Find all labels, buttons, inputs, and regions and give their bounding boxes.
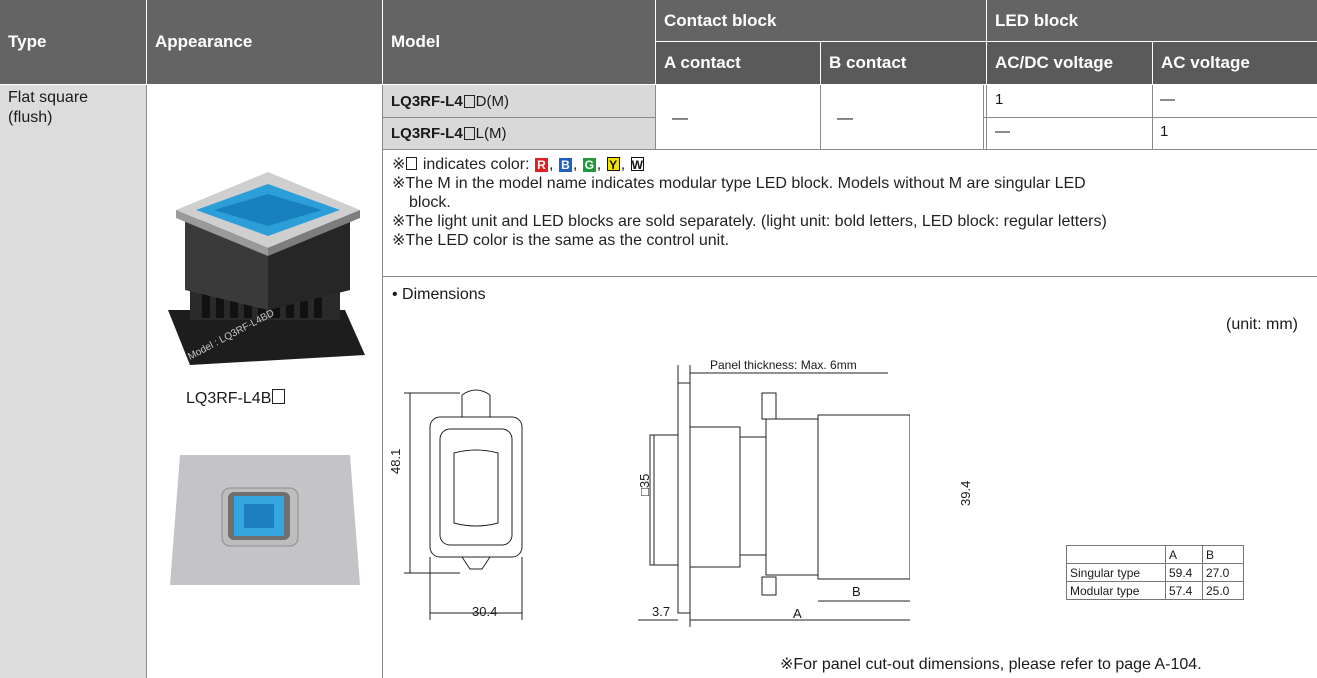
table-cell: 57.4 bbox=[1165, 581, 1203, 600]
note-mark: ※ bbox=[392, 156, 406, 173]
table-row: A B bbox=[1066, 545, 1244, 564]
panel-image bbox=[150, 450, 380, 590]
note-color-text: indicates color: bbox=[418, 156, 535, 173]
header-a-contact-label: A contact bbox=[664, 53, 741, 72]
table-header-b: B bbox=[1202, 545, 1244, 564]
divider bbox=[383, 276, 1317, 277]
acdc-row2-value: — bbox=[995, 123, 1010, 140]
panel-thickness-label: Panel thickness: Max. 6mm bbox=[710, 358, 857, 372]
dimension-b-label: B bbox=[852, 584, 861, 599]
a-contact-cell bbox=[656, 85, 820, 149]
table-row: Modular type 57.4 25.0 bbox=[1066, 581, 1244, 600]
table-header-a: A bbox=[1165, 545, 1203, 564]
header-acdc-voltage-label: AC/DC voltage bbox=[995, 53, 1114, 72]
note-led-color: ※The LED color is the same as the contro… bbox=[392, 232, 730, 249]
note-modular: ※The M in the model name indicates modul… bbox=[392, 175, 1086, 192]
header-contact-block: Contact block bbox=[656, 0, 986, 41]
b-contact-value: — bbox=[837, 110, 853, 127]
width-30-label: 30.4 bbox=[472, 604, 498, 619]
color-box-icon bbox=[406, 157, 418, 170]
header-contact-block-label: Contact block bbox=[664, 10, 777, 30]
badge-separator: , bbox=[596, 156, 606, 173]
note-sold-separately: ※The light unit and LED blocks are sold … bbox=[392, 213, 1107, 230]
header-ac-voltage: AC voltage bbox=[1153, 42, 1317, 84]
acdc-row1-value: 1 bbox=[995, 91, 1004, 108]
dimensions-title: • Dimensions bbox=[392, 286, 486, 303]
notes: ※ indicates color: R, B, G, Y, W ※The M … bbox=[392, 155, 1312, 250]
type-cell: Flat square (flush) bbox=[8, 88, 88, 128]
header-type: Type bbox=[0, 0, 146, 84]
header-led-block: LED block bbox=[987, 0, 1317, 41]
header-type-label: Type bbox=[8, 32, 47, 51]
dimension-a-label: A bbox=[793, 606, 802, 621]
color-badge-b: B bbox=[558, 158, 572, 172]
type-line-1: Flat square bbox=[8, 89, 89, 106]
appearance-caption-text: LQ3RF-L4B bbox=[186, 390, 272, 407]
header-appearance: Appearance bbox=[147, 0, 382, 84]
divider bbox=[383, 149, 1317, 150]
table-cell: Singular type bbox=[1066, 563, 1166, 582]
size-table: A B Singular type 59.4 27.0 Modular type… bbox=[1066, 545, 1244, 600]
b-contact-cell bbox=[821, 85, 986, 149]
note-modular-cont: block. bbox=[409, 194, 451, 211]
model-2-bold: LQ3RF-L4 bbox=[391, 125, 463, 142]
header-ac-voltage-label: AC voltage bbox=[1161, 53, 1250, 72]
dimensions-unit: (unit: mm) bbox=[1226, 316, 1298, 333]
color-box-icon bbox=[463, 127, 475, 140]
color-badge-w: W bbox=[630, 157, 644, 172]
dimension-drawing bbox=[390, 355, 939, 635]
badge-separator: , bbox=[620, 156, 630, 173]
divider bbox=[146, 85, 147, 678]
color-badge-g: G bbox=[582, 158, 596, 172]
model-2-regular: L(M) bbox=[475, 125, 507, 142]
color-badges: R, B, G, Y, W bbox=[534, 156, 645, 173]
divider bbox=[382, 85, 383, 678]
product-image: Model : LQ3RF-L4BD bbox=[150, 160, 380, 400]
divider bbox=[655, 85, 656, 149]
header-b-contact-label: B contact bbox=[829, 53, 907, 72]
a-contact-value: — bbox=[672, 110, 688, 127]
type-column bbox=[0, 85, 146, 678]
table-row: Singular type 59.4 27.0 bbox=[1066, 563, 1244, 582]
model-row-1: LQ3RF-L4 D(M) bbox=[383, 85, 655, 117]
divider bbox=[820, 85, 821, 149]
ac-row1-value: — bbox=[1160, 91, 1175, 108]
header-a-contact: A contact bbox=[656, 42, 820, 84]
header-led-block-label: LED block bbox=[995, 10, 1079, 30]
color-box-icon bbox=[463, 94, 475, 108]
header-acdc-voltage: AC/DC voltage bbox=[987, 42, 1152, 84]
height-39-label: 39.4 bbox=[958, 480, 973, 506]
color-badge-y: Y bbox=[606, 157, 620, 172]
header-appearance-label: Appearance bbox=[155, 32, 253, 51]
color-badge-r: R bbox=[535, 158, 549, 172]
appearance-caption: LQ3RF-L4B bbox=[186, 389, 286, 408]
ac-row2-value: 1 bbox=[1160, 123, 1169, 140]
model-1-bold: LQ3RF-L4 bbox=[391, 92, 463, 110]
model-1-regular: D(M) bbox=[475, 92, 509, 110]
table-cell: 27.0 bbox=[1202, 563, 1244, 582]
badge-separator: , bbox=[549, 156, 558, 173]
badge-separator: , bbox=[572, 156, 582, 173]
table-cell: Modular type bbox=[1066, 581, 1166, 600]
cutout-footnote: ※For panel cut-out dimensions, please re… bbox=[780, 656, 1202, 673]
thickness-37-label: 3.7 bbox=[652, 604, 671, 619]
header-model-label: Model bbox=[391, 32, 441, 51]
header-model: Model bbox=[383, 0, 655, 84]
note-color: ※ indicates color: R, B, G, Y, W bbox=[392, 155, 1312, 174]
table-corner bbox=[1066, 545, 1166, 564]
table-cell: 59.4 bbox=[1165, 563, 1203, 582]
header-b-contact: B contact bbox=[821, 42, 986, 84]
height-48-label: 48.1 bbox=[388, 448, 403, 474]
type-line-2: (flush) bbox=[8, 109, 53, 126]
divider bbox=[983, 117, 1317, 118]
color-box-icon bbox=[272, 389, 286, 404]
table-cell: 25.0 bbox=[1202, 581, 1244, 600]
square-35-label: □35 bbox=[637, 473, 652, 496]
model-row-2: LQ3RF-L4 L(M) bbox=[383, 118, 655, 149]
